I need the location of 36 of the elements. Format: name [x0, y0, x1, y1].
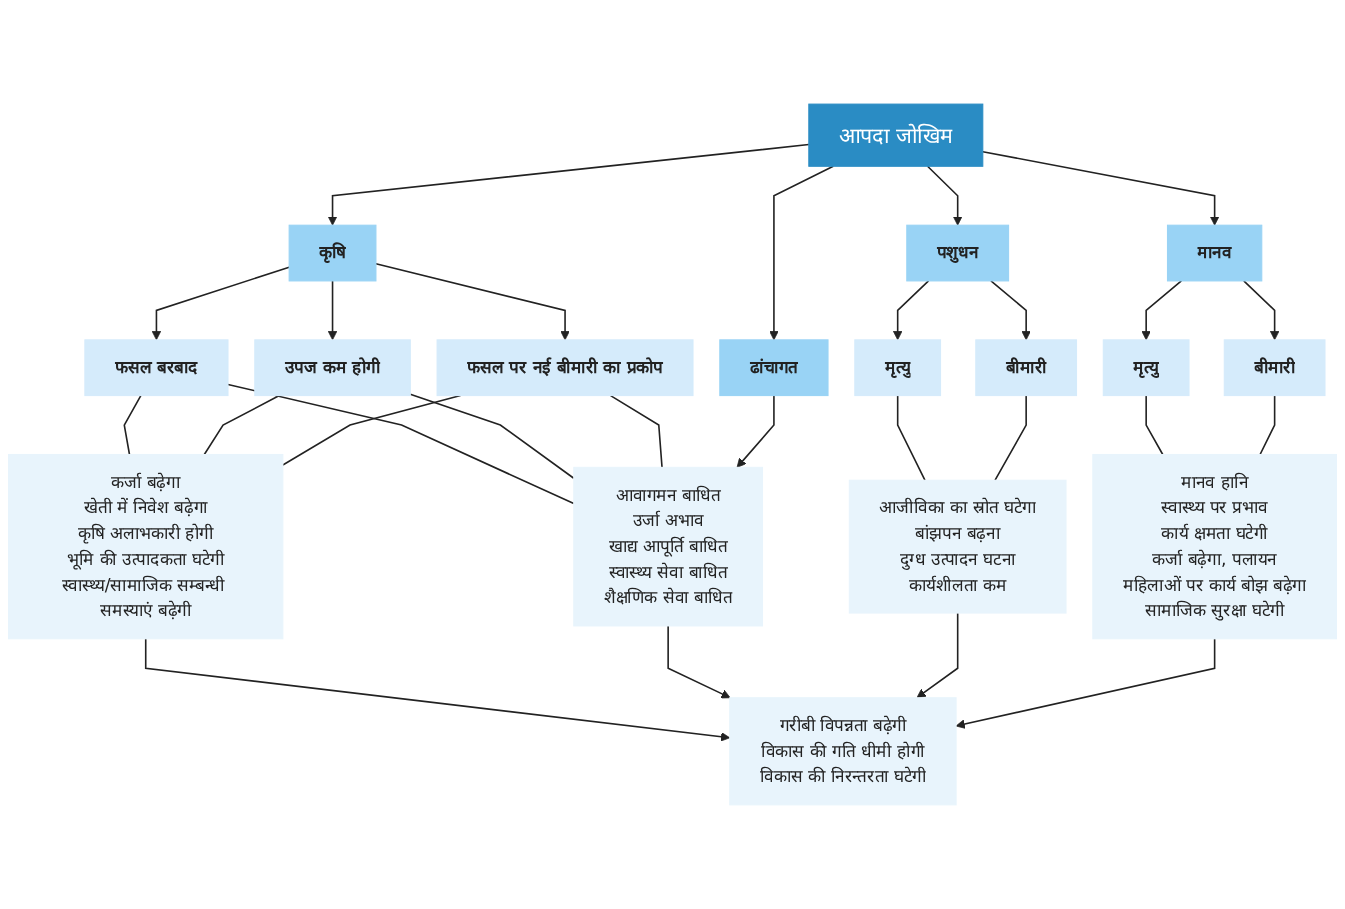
arrow — [892, 280, 930, 341]
arrow — [1141, 280, 1183, 341]
node-box: उपज कम होगी — [254, 339, 411, 397]
connector — [1145, 394, 1164, 456]
node-box: आपदा जोखिम — [808, 103, 984, 167]
node-box: कर्जा बढ़ेगा खेती में निवेश बढ़ेगा कृषि अलाभकारी होगी भूमि की उत्पादकता घटेगी स्वास्थ्य/सामाजिक सम्बन्धी समस्याएं बढ़ेगी — [8, 453, 284, 640]
arrow — [375, 262, 570, 341]
connector — [123, 394, 142, 456]
arrow — [736, 394, 775, 468]
node-box: बीमारी — [975, 339, 1078, 397]
arrow — [982, 150, 1220, 226]
node-box: मानव हानि स्वास्थ्य पर प्रभाव कार्य क्षमता घटेगी कर्जा बढ़ेगा, पलायन महिलाओं पर कार्य बोझ बढ़ेगा सामाजिक सुरक्षा घटेगी — [1092, 453, 1337, 640]
node-box: आजीविका का स्रोत घटेगा बांझपन बढ़ना दुग्ध उत्पादन घटना कार्यशीलता कम — [848, 479, 1067, 614]
connector — [896, 394, 926, 482]
arrow — [327, 280, 338, 341]
node-box: मानव — [1166, 224, 1263, 282]
node-box: कृषि — [288, 224, 377, 282]
node-box: बीमारी — [1223, 339, 1326, 397]
arrow — [667, 625, 731, 699]
arrow — [769, 165, 835, 341]
connector — [1259, 394, 1276, 456]
node-box: पशुधन — [906, 224, 1010, 282]
arrow — [916, 612, 959, 699]
node-box: गरीबी विपन्नता बढ़ेगी विकास की गति धीमी होगी विकास की निरन्तरता घटेगी — [729, 697, 957, 806]
connector — [609, 394, 663, 469]
node-box: ढांचागत — [719, 339, 829, 397]
node-box: आवागमन बाधित उर्जा अभाव खाद्य आपूर्ति बाधित स्वास्थ्य सेवा बाधित शैक्षणिक सेवा बाधित — [573, 466, 764, 627]
arrow — [990, 280, 1031, 341]
node-box: मृत्यु — [1102, 339, 1190, 397]
arrow — [926, 165, 963, 226]
node-box: फसल पर नई बीमारी का प्रकोप — [436, 339, 694, 397]
node-box: मृत्यु — [854, 339, 942, 397]
arrow — [1243, 280, 1280, 341]
arrow — [151, 266, 290, 341]
connector — [994, 394, 1027, 482]
node-box: फसल बरबाद — [84, 339, 229, 397]
